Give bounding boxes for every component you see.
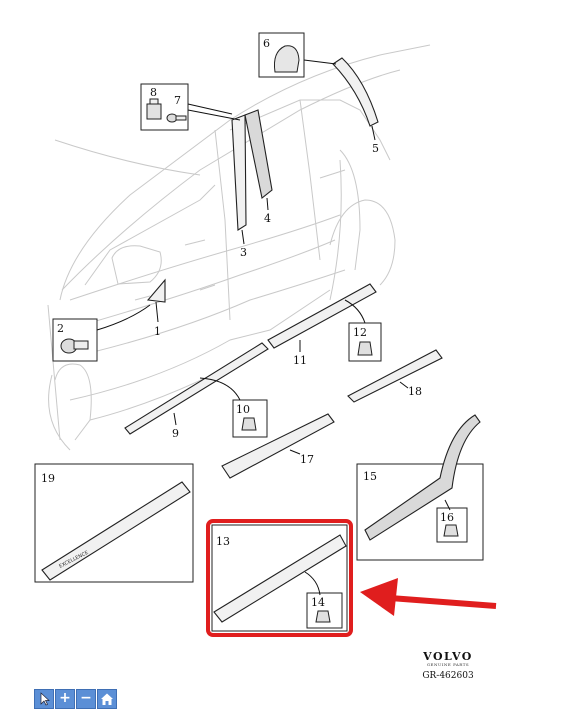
callout-7[interactable]: 7 — [174, 94, 181, 107]
zoom-out-icon: − — [80, 690, 92, 706]
leader-7-8 — [187, 103, 241, 121]
part-13-moulding[interactable] — [213, 534, 347, 623]
callout-1[interactable]: 1 — [154, 325, 161, 338]
leader-9 — [173, 412, 177, 426]
volvo-logo: VOLVO — [423, 650, 473, 663]
leader-4 — [266, 197, 269, 211]
callout-10[interactable]: 10 — [236, 403, 250, 416]
callout-2[interactable]: 2 — [57, 322, 64, 335]
part-11-rear-door-moulding — [267, 283, 377, 349]
callout-16[interactable]: 16 — [440, 511, 454, 524]
clip-8-icon — [146, 98, 162, 120]
zoom-toolbar: + − — [34, 689, 117, 709]
callout-6[interactable]: 6 — [263, 37, 270, 50]
callout-15[interactable]: 15 — [363, 470, 377, 483]
zoom-in-button[interactable]: + — [55, 689, 75, 709]
callout-18[interactable]: 18 — [408, 385, 422, 398]
callout-17[interactable]: 17 — [300, 453, 314, 466]
leader-1 — [155, 301, 159, 323]
leader-18 — [399, 381, 409, 389]
callout-9[interactable]: 9 — [172, 427, 179, 440]
callout-4[interactable]: 4 — [264, 212, 271, 225]
part-18-rear-scuff-plate — [347, 349, 443, 403]
callout-5[interactable]: 5 — [372, 142, 379, 155]
diagram-reference: GR-462603 — [422, 671, 474, 681]
part-19-badged-moulding — [41, 481, 191, 581]
leader-2 — [96, 304, 151, 331]
home-button[interactable] — [97, 689, 117, 709]
leader-16 — [444, 499, 451, 511]
brand-subtitle: GENUINE PARTS — [426, 662, 470, 667]
leader-14 — [304, 571, 321, 596]
leader-5 — [371, 125, 376, 141]
leader-10 — [199, 377, 241, 401]
highlight-frame — [206, 519, 353, 637]
part-3-pillar-strip — [231, 114, 247, 231]
bolt-2-icon — [60, 338, 89, 354]
callout-19[interactable]: 19 — [41, 472, 55, 485]
clip-10-icon — [241, 417, 257, 431]
part-4-pillar-cover — [244, 109, 273, 199]
clip-6-icon — [274, 45, 300, 73]
leader-17 — [289, 449, 301, 455]
part-17-front-scuff-plate — [221, 413, 335, 479]
brand-block: VOLVO GENUINE PARTS GR-462603 — [413, 650, 483, 681]
screw-7-icon — [166, 113, 187, 123]
callout-13[interactable]: 13 — [216, 535, 230, 548]
part-5-rear-trim — [332, 57, 379, 127]
clip-16-icon — [443, 524, 459, 537]
leader-3 — [241, 229, 245, 245]
callout-12[interactable]: 12 — [353, 326, 367, 339]
callout-3[interactable]: 3 — [240, 246, 247, 259]
clip-14-icon — [315, 610, 331, 623]
leader-12 — [344, 299, 366, 324]
callout-11[interactable]: 11 — [293, 354, 307, 367]
clip-12-icon — [357, 341, 373, 356]
callout-8[interactable]: 8 — [150, 86, 157, 99]
part-1-mirror-trim — [146, 278, 166, 303]
cursor-icon — [40, 692, 50, 706]
part-9-front-door-moulding — [124, 342, 269, 435]
box-2 — [52, 318, 98, 362]
cursor-button[interactable] — [34, 689, 54, 709]
zoom-in-icon: + — [59, 690, 71, 706]
leader-6 — [303, 59, 337, 65]
highlight-arrow — [360, 578, 497, 616]
callout-14[interactable]: 14 — [311, 596, 325, 609]
home-icon — [101, 693, 113, 705]
part-15-wheel-arch-trim — [364, 414, 481, 541]
zoom-out-button[interactable]: − — [76, 689, 96, 709]
